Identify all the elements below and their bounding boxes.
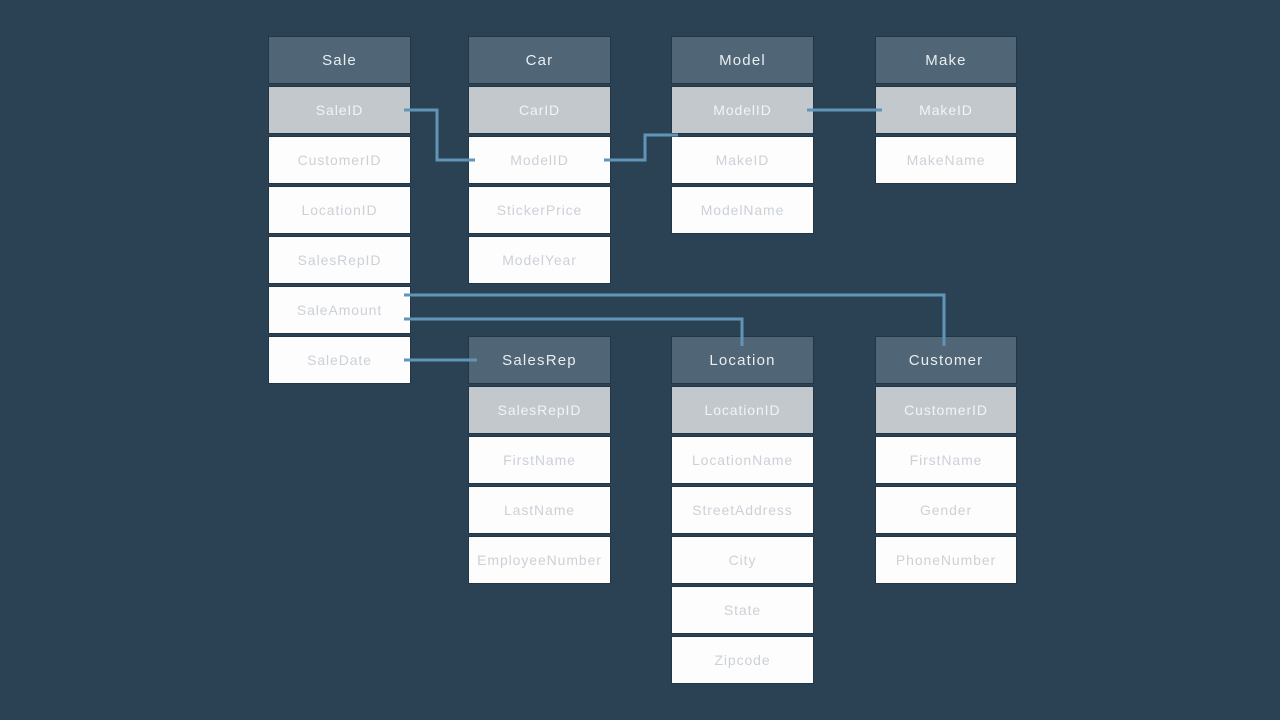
column-customer-firstname: FirstName: [876, 437, 1016, 483]
column-make-makeid: MakeID: [876, 87, 1016, 133]
column-salesrep-employeenumber: EmployeeNumber: [469, 537, 610, 583]
column-sale-saleid: SaleID: [269, 87, 410, 133]
column-sale-salesrepid: SalesRepID: [269, 237, 410, 283]
column-car-modelyear: ModelYear: [469, 237, 610, 283]
column-location-zipcode: Zipcode: [672, 637, 813, 683]
column-model-modelname: ModelName: [672, 187, 813, 233]
column-location-city: City: [672, 537, 813, 583]
table-header-salesrep: SalesRep: [469, 337, 610, 383]
column-salesrep-salesrepid: SalesRepID: [469, 387, 610, 433]
table-header-car: Car: [469, 37, 610, 83]
column-location-streetaddress: StreetAddress: [672, 487, 813, 533]
table-header-location: Location: [672, 337, 813, 383]
column-model-makeid: MakeID: [672, 137, 813, 183]
table-header-sale: Sale: [269, 37, 410, 83]
column-location-locationid: LocationID: [672, 387, 813, 433]
table-header-customer: Customer: [876, 337, 1016, 383]
column-car-carid: CarID: [469, 87, 610, 133]
column-location-state: State: [672, 587, 813, 633]
column-customer-customerid: CustomerID: [876, 387, 1016, 433]
column-model-modelid: ModelID: [672, 87, 813, 133]
column-car-modelid: ModelID: [469, 137, 610, 183]
column-location-locationname: LocationName: [672, 437, 813, 483]
column-customer-gender: Gender: [876, 487, 1016, 533]
column-salesrep-lastname: LastName: [469, 487, 610, 533]
column-make-makename: MakeName: [876, 137, 1016, 183]
column-customer-phonenumber: PhoneNumber: [876, 537, 1016, 583]
column-sale-customerid: CustomerID: [269, 137, 410, 183]
column-sale-saleamount: SaleAmount: [269, 287, 410, 333]
table-header-model: Model: [672, 37, 813, 83]
table-header-make: Make: [876, 37, 1016, 83]
column-car-stickerprice: StickerPrice: [469, 187, 610, 233]
column-salesrep-firstname: FirstName: [469, 437, 610, 483]
column-sale-saledate: SaleDate: [269, 337, 410, 383]
column-sale-locationid: LocationID: [269, 187, 410, 233]
